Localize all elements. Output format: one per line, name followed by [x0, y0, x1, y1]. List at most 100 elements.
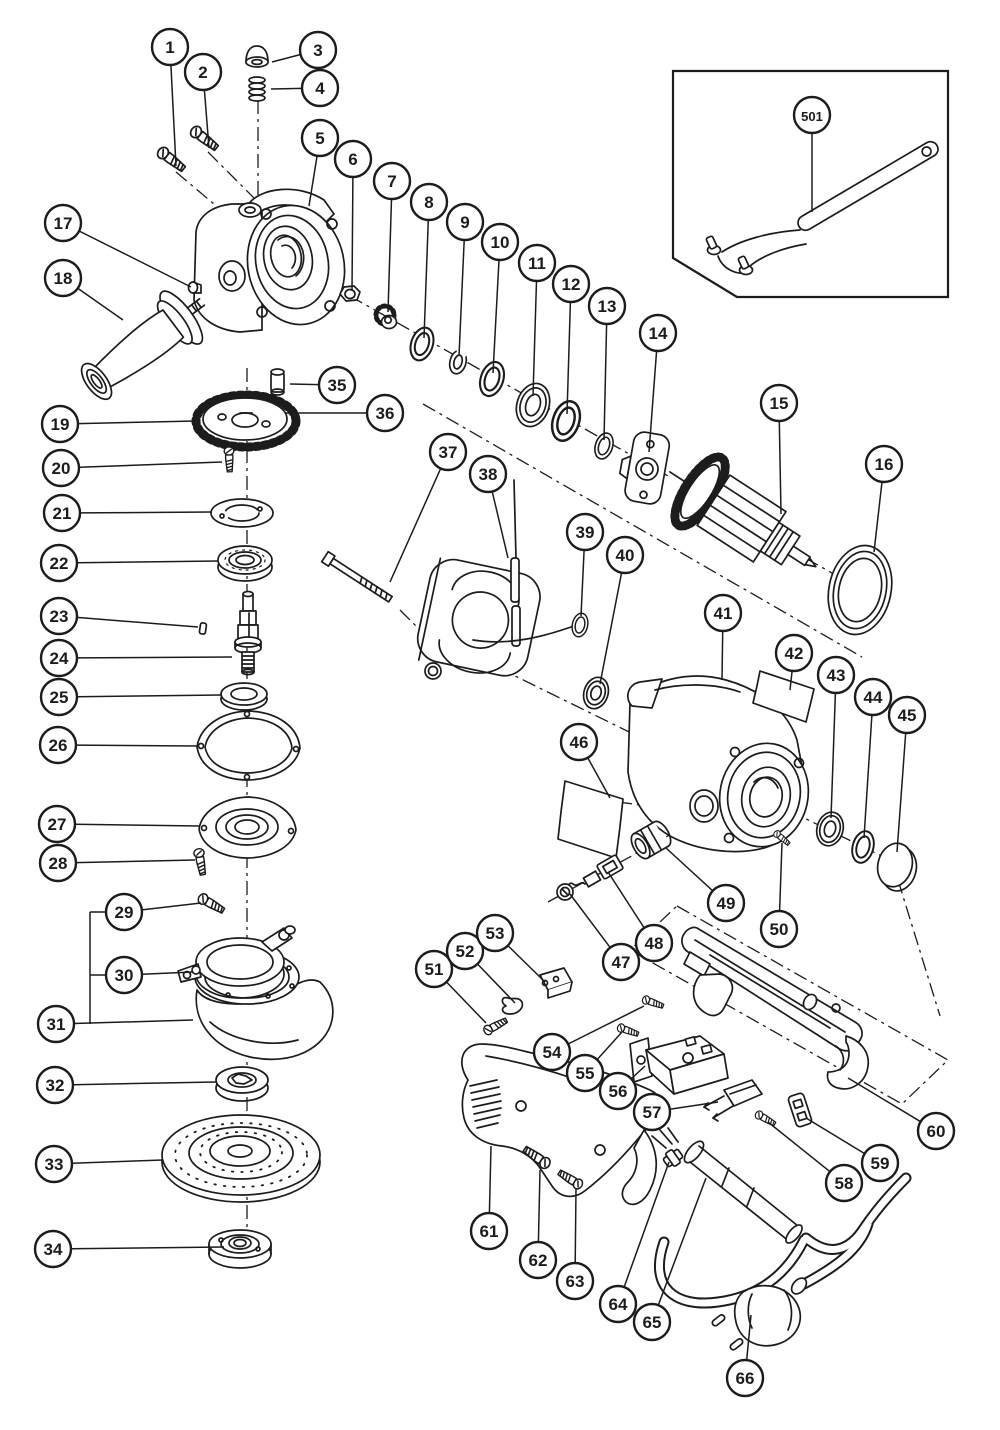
callout-63: 63	[555, 1187, 595, 1301]
callout-number-47: 47	[612, 953, 631, 972]
callout-balloon-36	[365, 393, 405, 433]
callout-leader-8	[423, 219, 430, 339]
part-grinding-wheel	[161, 1114, 321, 1203]
callout-57: 57	[632, 1092, 719, 1132]
part-lock-plate	[210, 498, 274, 528]
callout-leader-38	[491, 491, 509, 559]
callout-number-44: 44	[864, 688, 883, 707]
callout-number-59: 59	[871, 1154, 890, 1173]
callout-leader-35	[289, 383, 320, 386]
callout-42: 42	[774, 633, 814, 691]
callout-leader-32	[72, 1081, 217, 1086]
callout-11: 11	[517, 243, 557, 397]
callout-17: 17	[43, 203, 192, 288]
callout-number-22: 22	[50, 554, 69, 573]
callout-21: 21	[42, 493, 213, 533]
callout-number-38: 38	[479, 465, 498, 484]
callout-number-43: 43	[827, 666, 846, 685]
callout-number-28: 28	[49, 854, 68, 873]
callout-leader-58	[767, 1121, 831, 1173]
callout-number-19: 19	[51, 415, 70, 434]
callout-layer: 1234567891011121314151617181920212223242…	[33, 27, 956, 1398]
callout-number-39: 39	[576, 523, 595, 542]
callout-number-63: 63	[566, 1272, 585, 1291]
callout-leader-50	[778, 842, 783, 912]
callout-35: 35	[289, 365, 357, 405]
callout-number-14: 14	[649, 324, 668, 343]
callout-number-31: 31	[47, 1015, 66, 1034]
part-wheel-washer-nut	[208, 1229, 272, 1269]
callout-leader-48	[607, 871, 645, 929]
callout-number-41: 41	[714, 604, 733, 623]
part-screw-2	[187, 123, 222, 154]
callout-61: 61	[469, 1145, 509, 1251]
part-gear-housing	[193, 188, 346, 333]
callout-balloon-501	[792, 95, 832, 135]
part-connector-53	[539, 967, 573, 999]
callout-number-6: 6	[348, 150, 357, 169]
callout-leader-7	[387, 198, 393, 313]
callout-leader-37	[389, 468, 442, 583]
callout-number-23: 23	[50, 607, 69, 626]
part-pinion-gear	[373, 303, 398, 330]
callout-number-17: 17	[54, 214, 73, 233]
part-screw-54	[640, 994, 666, 1011]
callout-balloon-44	[853, 677, 893, 717]
callout-balloon-26	[38, 725, 78, 765]
callout-leader-15	[778, 420, 782, 515]
callout-37: 37	[389, 432, 468, 583]
callout-24: 24	[39, 638, 233, 678]
callout-leader-60	[847, 1077, 921, 1123]
callout-balloon-65	[632, 1302, 672, 1342]
part-cap-nut	[245, 45, 269, 68]
callout-number-51: 51	[425, 960, 444, 979]
part-brush-holder	[596, 854, 624, 880]
callout-32: 32	[35, 1065, 217, 1105]
callout-leader-40	[599, 572, 623, 685]
callout-leader-27	[74, 823, 200, 827]
part-spindle	[234, 590, 262, 676]
callout-balloon-1	[150, 27, 190, 67]
callout-bracket-29-31	[89, 911, 106, 1024]
callout-leader-30	[141, 971, 194, 975]
callout-number-64: 64	[609, 1295, 628, 1314]
callout-leader-59	[805, 1117, 865, 1155]
callout-leader-56	[630, 1065, 646, 1080]
callout-balloon-50	[759, 909, 799, 949]
callout-balloon-20	[41, 448, 81, 488]
part-handle-cover-upper	[681, 926, 870, 1090]
callout-leader-23	[76, 616, 199, 628]
callout-22: 22	[39, 543, 219, 583]
callout-number-54: 54	[543, 1043, 562, 1062]
callout-7: 7	[372, 161, 412, 313]
callout-balloon-34	[33, 1229, 73, 1269]
callout-65: 65	[632, 1177, 707, 1342]
callout-44: 44	[853, 677, 893, 839]
part-felt-plug	[270, 368, 285, 396]
callout-number-2: 2	[198, 63, 207, 82]
callout-leader-24	[76, 656, 233, 659]
callout-number-9: 9	[460, 213, 469, 232]
callout-balloon-5	[300, 118, 340, 158]
part-screw-51	[481, 1015, 510, 1037]
callout-leader-54	[567, 1005, 645, 1045]
callout-number-26: 26	[49, 736, 68, 755]
callout-number-8: 8	[424, 193, 433, 212]
callout-number-66: 66	[736, 1369, 755, 1388]
callout-59: 59	[805, 1117, 900, 1183]
callout-number-29: 29	[115, 903, 134, 922]
callout-51: 51	[414, 949, 487, 1024]
part-lead-wire	[472, 626, 572, 643]
callout-balloon-12	[551, 264, 591, 304]
part-pin-23	[198, 622, 208, 635]
callout-balloon-22	[39, 543, 79, 583]
callout-18: 18	[43, 258, 124, 321]
callout-15: 15	[759, 383, 799, 515]
accessory-box	[671, 69, 950, 299]
callout-leader-20	[78, 461, 223, 469]
callout-10: 10	[480, 222, 520, 374]
callout-balloon-15	[759, 383, 799, 423]
callout-number-62: 62	[529, 1251, 548, 1270]
callout-leader-39	[580, 549, 585, 617]
part-pin-wrench	[705, 140, 939, 276]
